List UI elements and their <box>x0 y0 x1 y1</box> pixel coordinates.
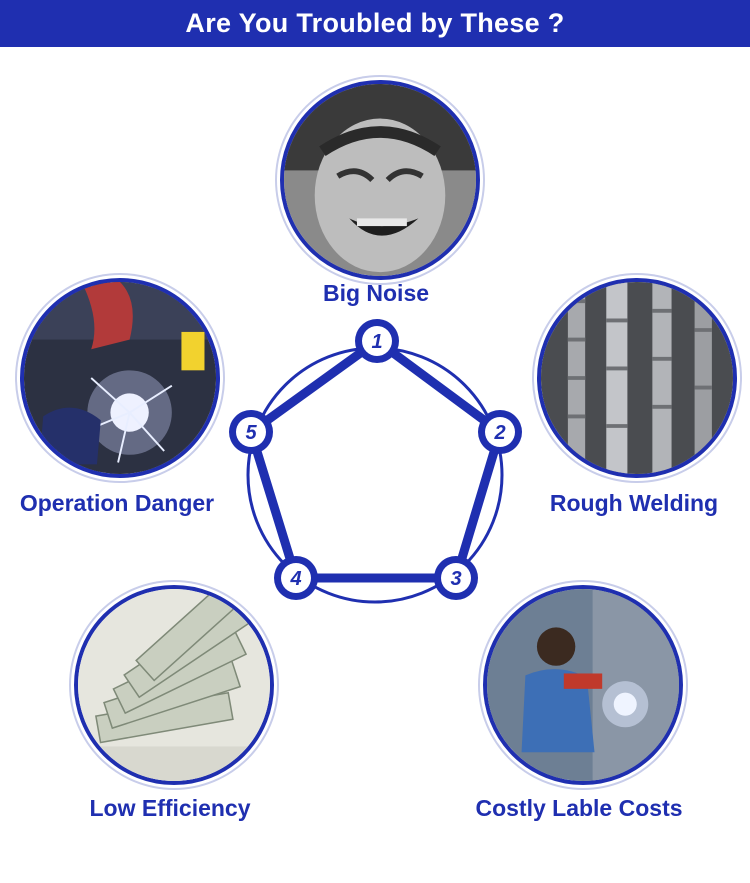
weld-seam-image <box>541 282 733 474</box>
pentagon-node-1: 1 <box>355 319 399 363</box>
low-efficiency-label: Low Efficiency <box>89 795 251 821</box>
node-number-5: 5 <box>245 422 257 444</box>
low-efficiency-photo <box>74 585 274 785</box>
welding-sparks-image <box>24 282 216 474</box>
rough-welding-label: Rough Welding <box>549 490 719 516</box>
rough-welding-photo <box>537 278 737 478</box>
operation-danger-photo <box>20 278 220 478</box>
node-number-4: 4 <box>289 568 301 590</box>
big-noise-label: Big Noise <box>322 280 430 306</box>
pentagon-shape <box>246 336 505 583</box>
costly-labor-label: Costly Lable Costs <box>475 795 683 821</box>
pentagon-node-3: 3 <box>434 556 478 600</box>
node-number-1: 1 <box>371 331 382 353</box>
pentagon-node-2: 2 <box>478 410 522 454</box>
pentagon-node-5: 5 <box>229 410 273 454</box>
header-banner: Are You Troubled by These ? <box>0 0 750 47</box>
operation-danger-label: Operation Danger <box>19 490 215 516</box>
dollar-bills-image <box>78 589 270 781</box>
node-number-2: 2 <box>493 422 505 444</box>
costly-labor-photo <box>483 585 683 785</box>
welder-worker-image <box>487 589 679 781</box>
page-title: Are You Troubled by These ? <box>185 8 565 38</box>
node-number-3: 3 <box>450 568 461 590</box>
pentagon-node-4: 4 <box>274 556 318 600</box>
